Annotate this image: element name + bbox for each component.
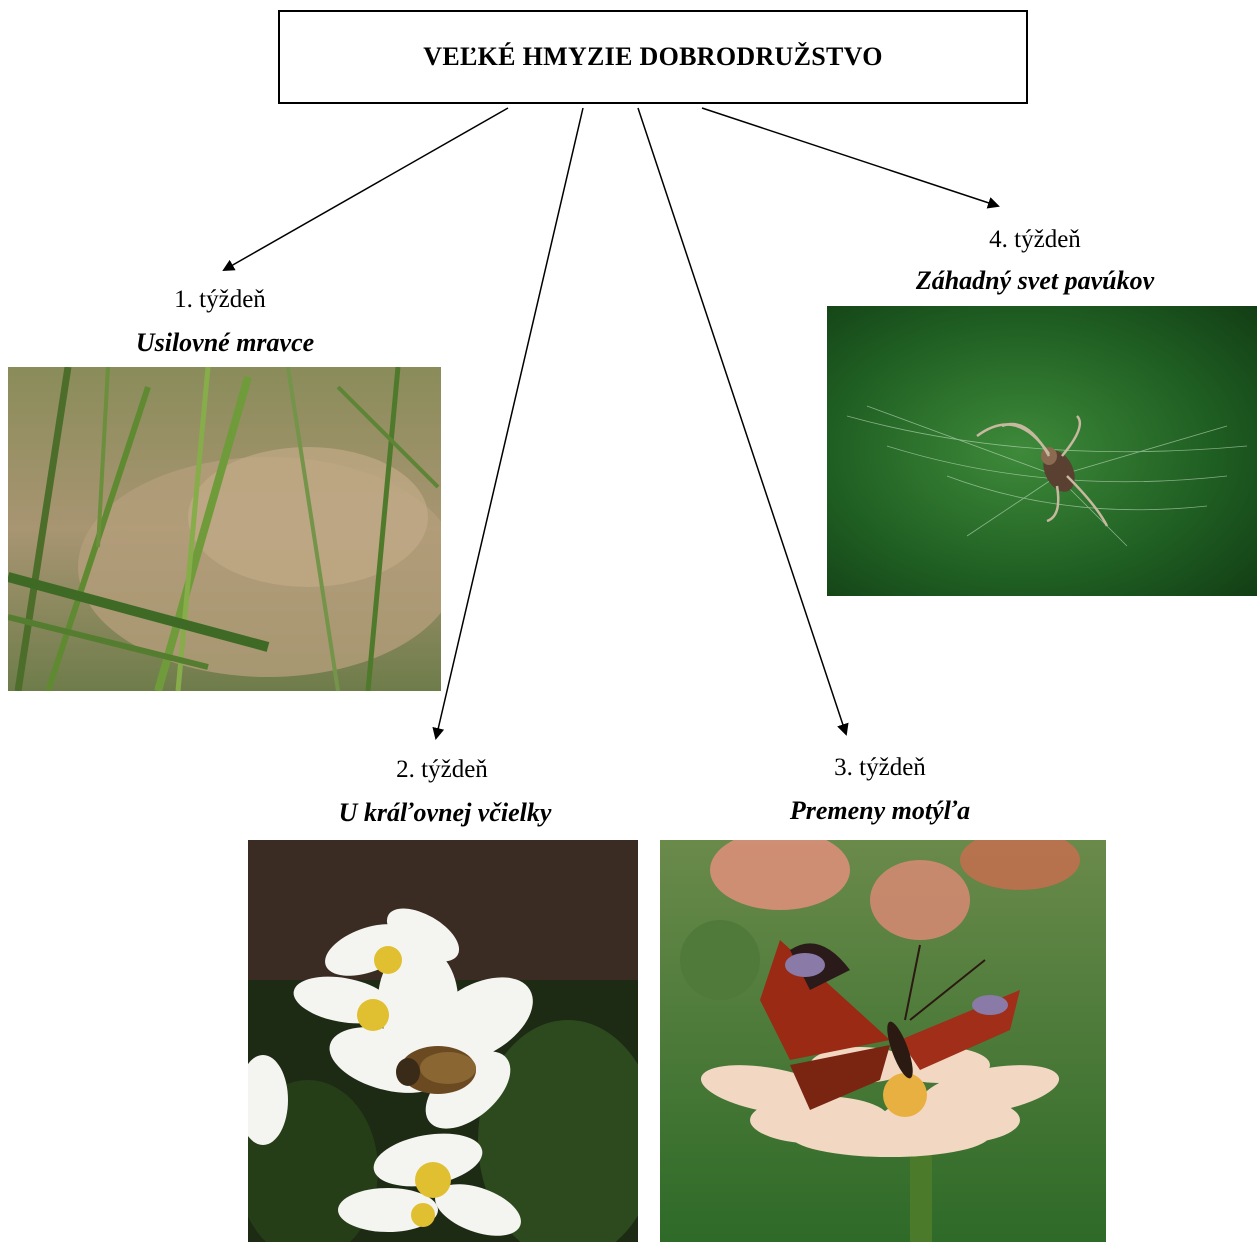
week-3-topic: Premeny motýľa	[730, 798, 1030, 824]
anthill-photo	[8, 367, 441, 691]
arrow-week-1	[224, 108, 508, 270]
arrow-week-4	[702, 108, 998, 206]
week-4-label: 4. týždeň	[935, 227, 1135, 252]
arrow-week-2	[436, 108, 583, 738]
week-2-topic: U kráľovnej včielky	[290, 800, 600, 826]
spider-web-photo	[827, 306, 1257, 596]
week-2-label: 2. týždeň	[342, 757, 542, 782]
week-3-label: 3. týždeň	[780, 755, 980, 780]
butterfly-photo	[660, 840, 1106, 1242]
arrow-week-3	[638, 108, 846, 734]
week-4-topic: Záhadný svet pavúkov	[870, 268, 1200, 294]
week-1-label: 1. týždeň	[120, 287, 320, 312]
bee-on-flower-photo	[248, 840, 638, 1242]
week-1-topic: Usilovné mravce	[80, 330, 370, 356]
